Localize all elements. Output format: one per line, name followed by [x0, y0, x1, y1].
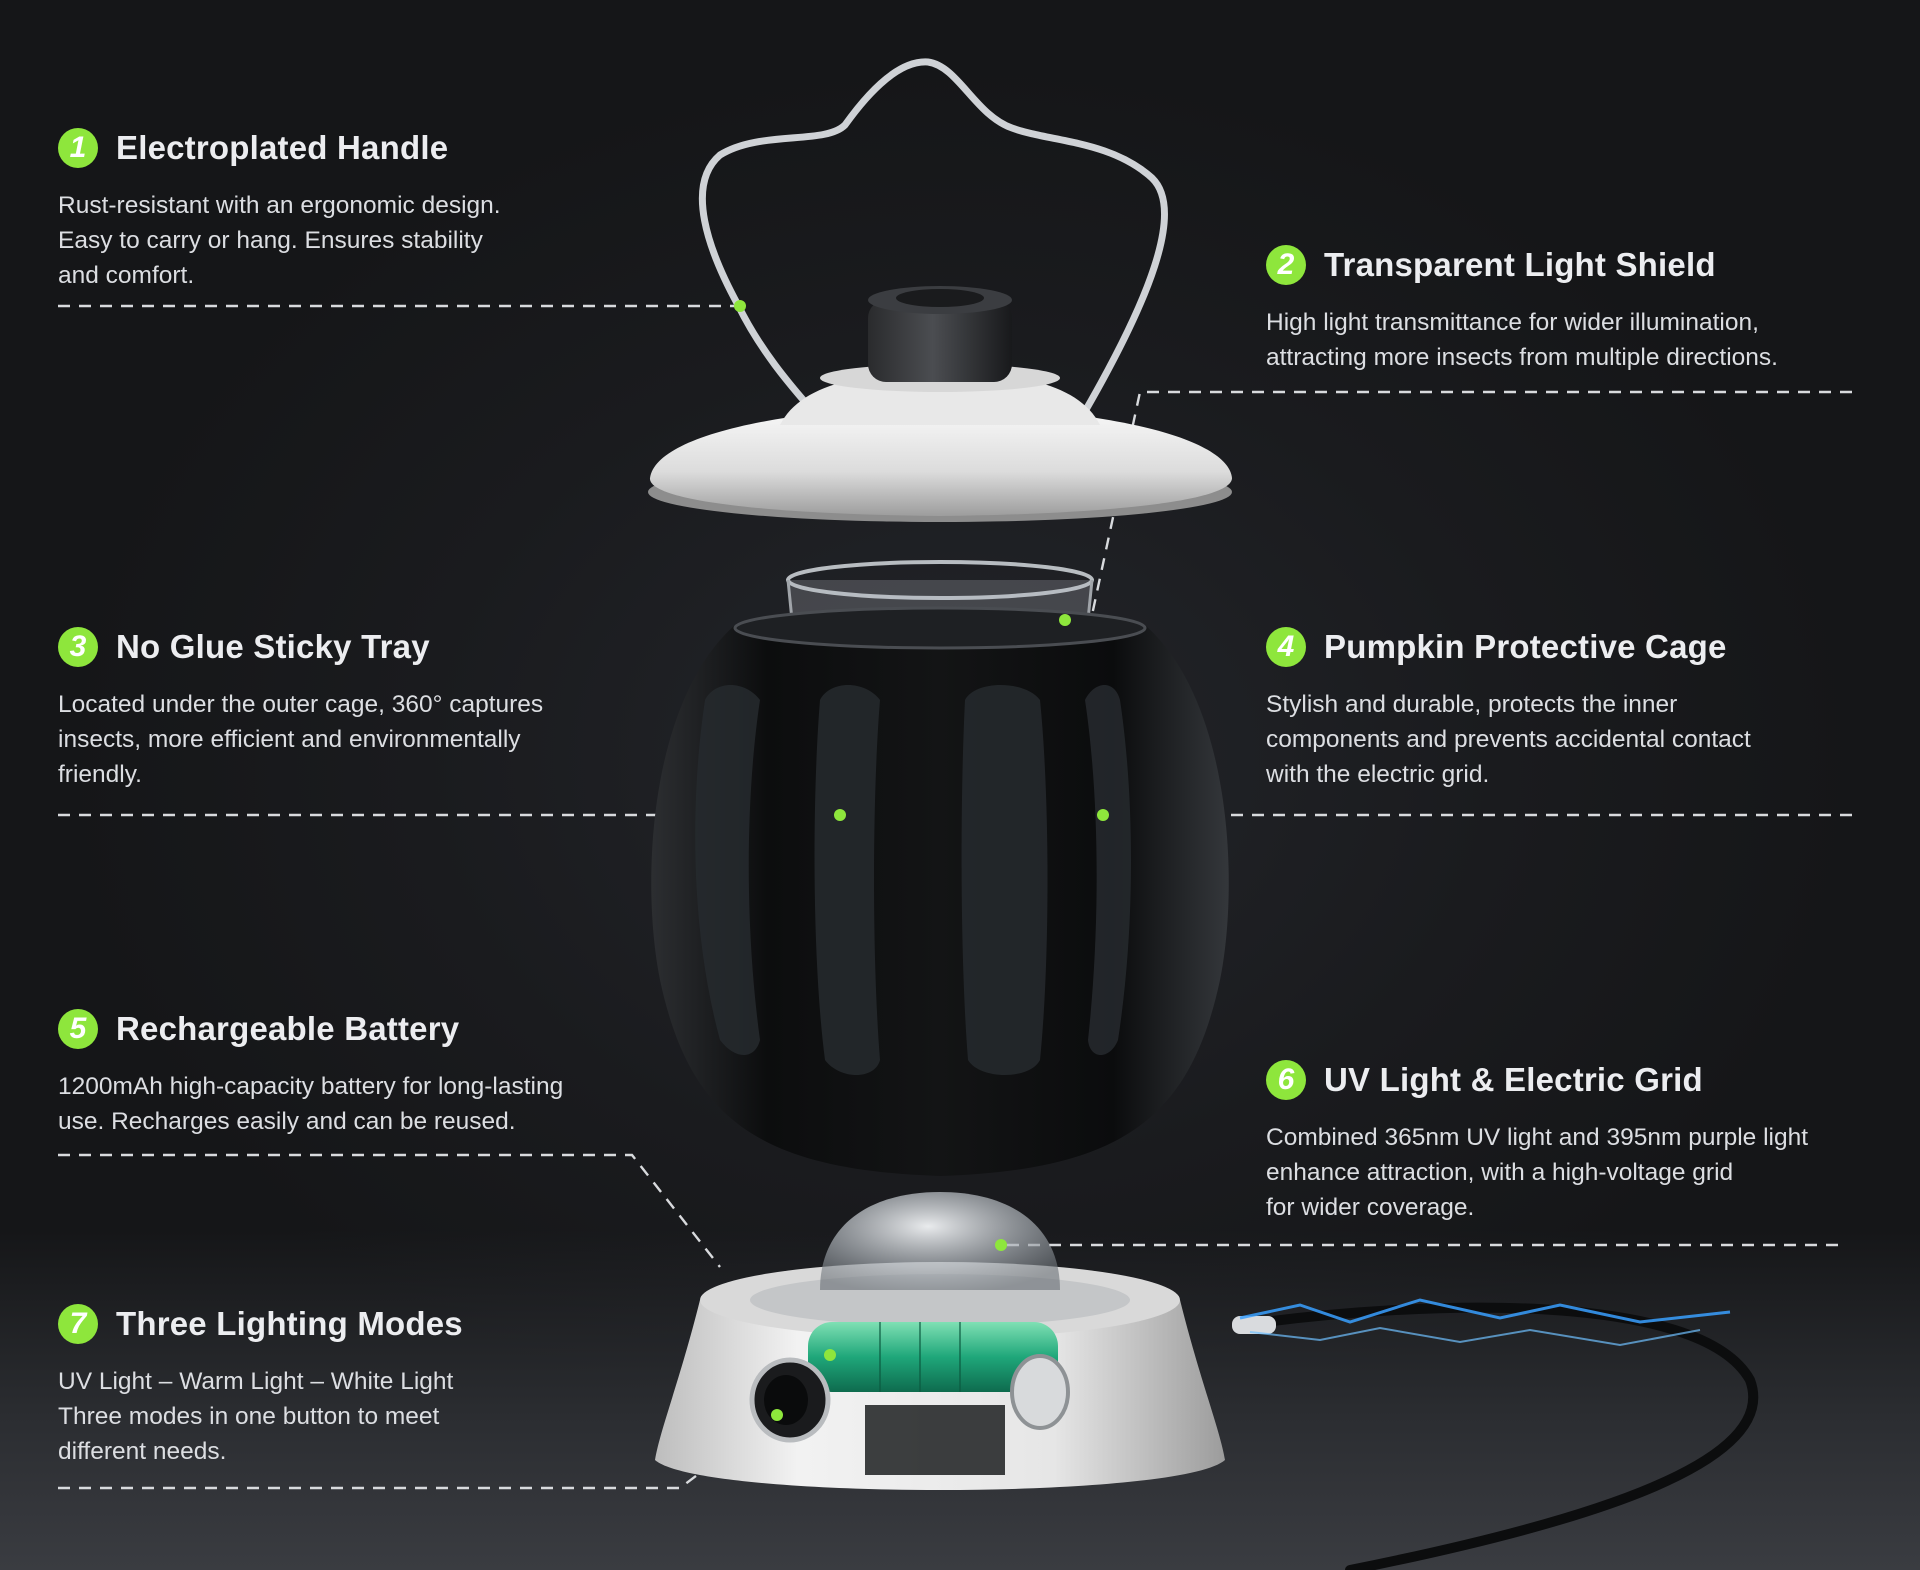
badge-3: 3 [58, 627, 98, 667]
callout-three-lighting-modes: 7 Three Lighting Modes UV Light – Warm L… [58, 1302, 698, 1469]
description-line: Rust-resistant with an ergonomic design. [58, 192, 501, 219]
badge-5: 5 [58, 1009, 98, 1049]
description-line: Located under the outer cage, 360° captu… [58, 691, 544, 718]
badge-4: 4 [1266, 627, 1306, 667]
callout-title: Rechargeable Battery [116, 1010, 460, 1047]
callout-title: Transparent Light Shield [1324, 246, 1716, 283]
callout-description: Stylish and durable, protects the inner … [1266, 687, 1906, 792]
callout-description: Combined 365nm UV light and 395nm purple… [1266, 1120, 1906, 1225]
marker-dot-1 [734, 300, 746, 312]
marker-dot-4 [1097, 809, 1109, 821]
callout-description: Rust-resistant with an ergonomic design.… [58, 188, 698, 293]
top-cap [648, 286, 1232, 522]
description-line: use. Recharges easily and can be reused. [58, 1108, 516, 1135]
callout-electroplated-handle: 1 Electroplated Handle Rust-resistant wi… [58, 126, 698, 293]
callout-description: UV Light – Warm Light – White Light Thre… [58, 1364, 698, 1469]
callout-no-glue-sticky-tray: 3 No Glue Sticky Tray Located under the … [58, 625, 698, 792]
marker-dots [734, 300, 1109, 1421]
callout-title: Three Lighting Modes [116, 1305, 463, 1342]
callout-title: Pumpkin Protective Cage [1324, 628, 1727, 665]
description-line: Combined 365nm UV light and 395nm purple… [1266, 1124, 1809, 1151]
marker-dot-7 [771, 1409, 783, 1421]
description-line: attracting more insects from multiple di… [1266, 344, 1778, 371]
callout-description: High light transmittance for wider illum… [1266, 305, 1906, 375]
description-line: High light transmittance for wider illum… [1266, 309, 1759, 336]
marker-dot-6 [995, 1239, 1007, 1251]
callout-rechargeable-battery: 5 Rechargeable Battery 1200mAh high-capa… [58, 1007, 698, 1139]
badge-7: 7 [58, 1304, 98, 1344]
description-line: UV Light – Warm Light – White Light [58, 1368, 454, 1395]
callout-uv-light-electric-grid: 6 UV Light & Electric Grid Combined 365n… [1266, 1058, 1906, 1225]
marker-dot-3 [834, 809, 846, 821]
leader-line-5 [58, 1153, 721, 1268]
callout-title: No Glue Sticky Tray [116, 628, 430, 665]
description-line: with the electric grid. [1266, 761, 1490, 788]
pumpkin-cage [651, 606, 1229, 1176]
description-line: Easy to carry or hang. Ensures stability [58, 227, 483, 254]
callout-description: Located under the outer cage, 360° captu… [58, 687, 698, 792]
description-line: components and prevents accidental conta… [1266, 726, 1751, 753]
badge-2: 2 [1266, 245, 1306, 285]
description-line: and comfort. [58, 262, 195, 289]
description-line: friendly. [58, 761, 142, 788]
leader-line-2 [1090, 390, 1852, 616]
usb-cable [1232, 1298, 1759, 1570]
electroplated-handle [698, 58, 1168, 424]
lantern-base [655, 1192, 1225, 1490]
marker-dot-2 [1059, 614, 1071, 626]
callout-title: Electroplated Handle [116, 129, 449, 166]
badge-1: 1 [58, 128, 98, 168]
description-line: for wider coverage. [1266, 1194, 1475, 1221]
description-line: Three modes in one button to meet [58, 1403, 440, 1430]
description-line: enhance attraction, with a high-voltage … [1266, 1159, 1734, 1186]
description-line: different needs. [58, 1438, 227, 1465]
callout-transparent-light-shield: 2 Transparent Light Shield High light tr… [1266, 243, 1906, 375]
description-line: 1200mAh high-capacity battery for long-l… [58, 1073, 564, 1100]
description-line: Stylish and durable, protects the inner [1266, 691, 1678, 718]
callout-description: 1200mAh high-capacity battery for long-l… [58, 1069, 698, 1139]
callout-title: UV Light & Electric Grid [1324, 1061, 1703, 1098]
badge-6: 6 [1266, 1060, 1306, 1100]
description-line: insects, more efficient and environmenta… [58, 726, 521, 753]
callout-pumpkin-protective-cage: 4 Pumpkin Protective Cage Stylish and du… [1266, 625, 1906, 792]
marker-dot-5 [824, 1349, 836, 1361]
